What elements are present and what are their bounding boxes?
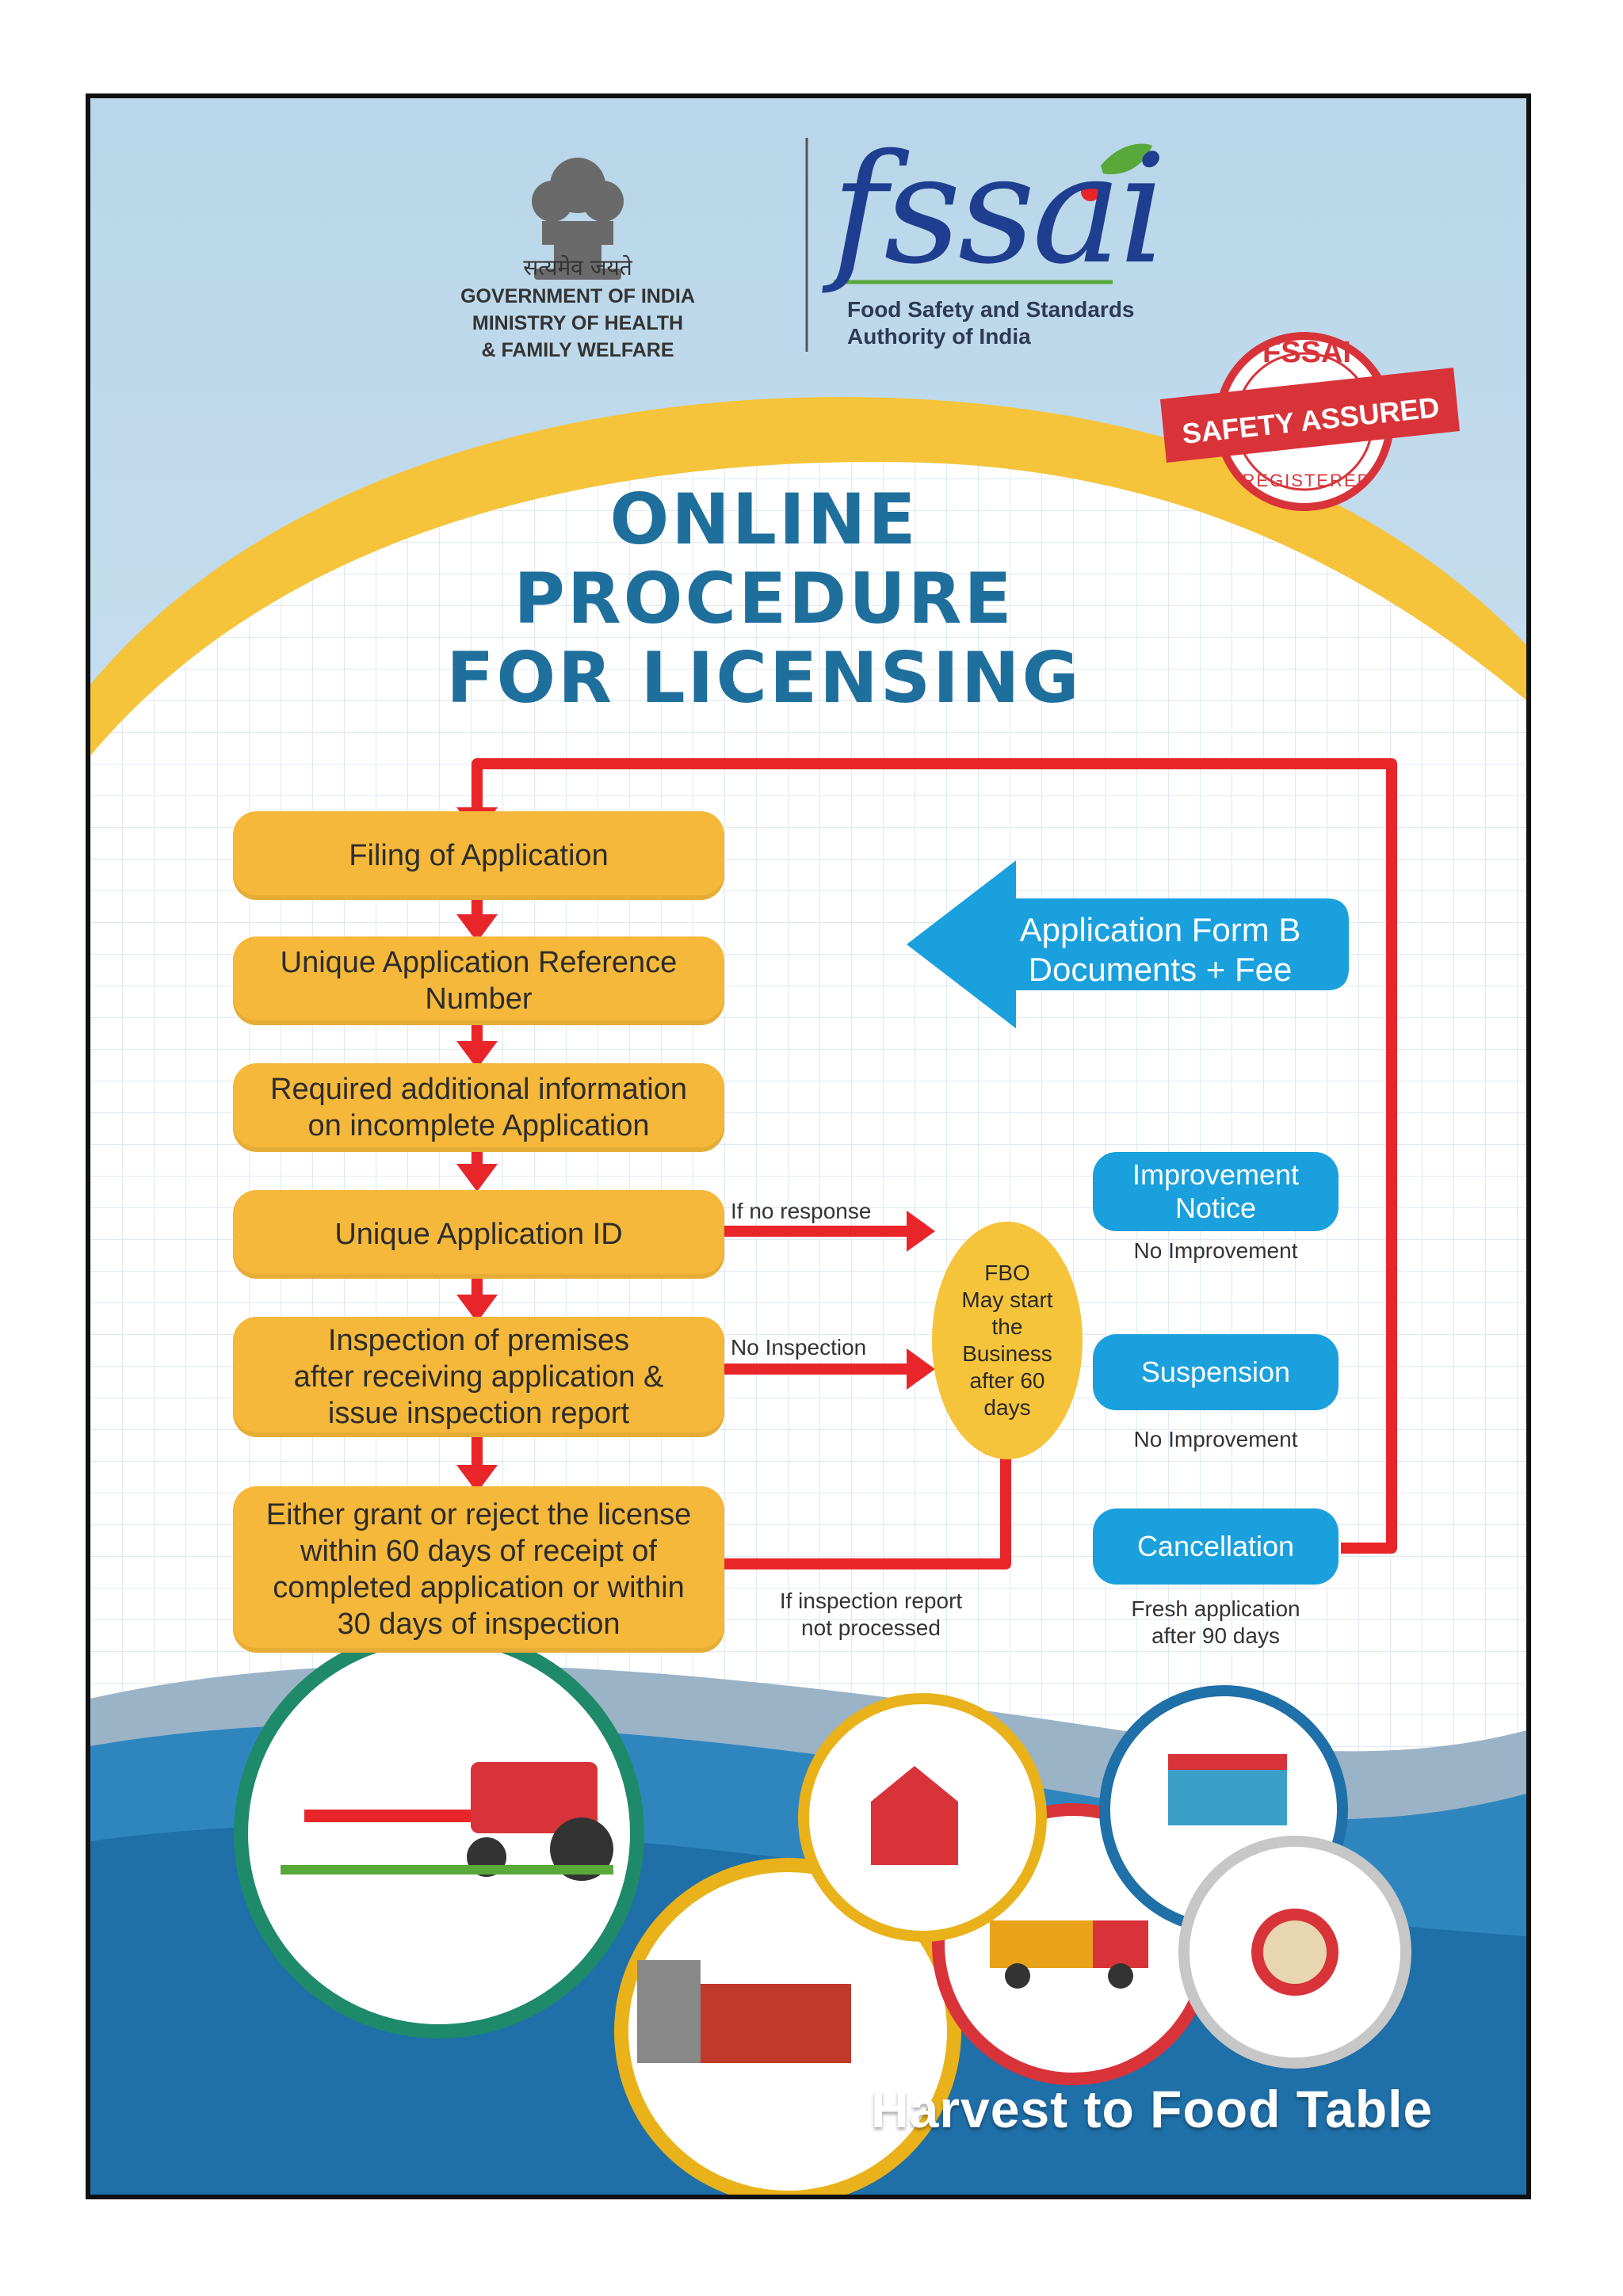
no-improvement-label-2: No Improvement [1133, 1427, 1298, 1451]
no-inspection-label: No Inspection [731, 1335, 867, 1360]
application-form-arrow [907, 860, 1349, 1028]
step-6-line2: within 60 days of receipt of [300, 1535, 657, 1568]
step-reference-number: Unique Application Reference Number [233, 936, 724, 1025]
report-arrow [724, 1449, 1011, 1569]
improvement-notice-pill: Improvement Notice [1093, 1152, 1338, 1231]
suspension-pill: Suspension [1093, 1334, 1338, 1410]
no-response-label: If no response [731, 1199, 872, 1223]
fbo-start-business: FBO May start the Business after 60 days [932, 1222, 1083, 1459]
harvest-illustrations [234, 1628, 1411, 2195]
arrowhead-3 [456, 1164, 498, 1192]
fssai-line2: Authority of India [847, 324, 1031, 349]
title-line3: FOR LICENSING [446, 637, 1082, 719]
step-5-line2: after receiving application & [293, 1360, 664, 1394]
gov-line2: MINISTRY OF HEALTH [472, 312, 684, 334]
gov-line3: & FAMILY WELFARE [481, 339, 674, 361]
fbo-line1: FBO [984, 1261, 1030, 1285]
leaf-icon [1101, 143, 1152, 174]
arrowhead-2 [456, 1041, 498, 1069]
step-3-line1: Required additional information [270, 1073, 687, 1106]
safety-assured-stamp-icon [1160, 332, 1460, 511]
step-3-line2: on incomplete Application [307, 1109, 650, 1142]
fresh-application-label: Fresh application after 90 days [1093, 1596, 1338, 1650]
step-filing-application: Filing of Application [233, 811, 724, 900]
no-improvement-label-1: No Improvement [1133, 1238, 1298, 1263]
arrowhead-4 [456, 1295, 498, 1322]
step-6-line4: 30 days of inspection [337, 1608, 621, 1641]
step-5-line1: Inspection of premises [327, 1324, 630, 1357]
step-6-line1: Either grant or reject the license [265, 1498, 692, 1531]
harvest-tagline: Harvest to Food Table [871, 2080, 1434, 2138]
fresh-line2: after 90 days [1151, 1623, 1280, 1648]
report-label-line2: not processed [801, 1615, 941, 1640]
step-additional-information: Required additional information on incom… [233, 1063, 724, 1152]
improvement-line1: Improvement [1132, 1158, 1300, 1191]
barn-icon [871, 1766, 958, 1865]
report-label: If inspection report not processed [740, 1588, 1002, 1642]
title-line1: ONLINE [609, 479, 918, 560]
fresh-line1: Fresh application [1131, 1596, 1300, 1621]
motto-text: सत्यमेव जयते [523, 254, 632, 280]
arrowhead-5 [456, 1465, 498, 1493]
stamp-bottom-text: REGISTERED [1242, 471, 1372, 490]
fbo-line2: May start [961, 1287, 1053, 1312]
step-inspection: Inspection of premises after receiving a… [233, 1317, 724, 1437]
return-loop-arrow [472, 758, 1397, 1554]
cancellation-pill: Cancellation [1093, 1508, 1338, 1585]
step-4-text: Unique Application ID [334, 1218, 623, 1251]
fssai-line1: Food Safety and Standards [847, 297, 1135, 322]
national-emblem-icon [532, 158, 624, 280]
fssai-logo: fssai [831, 122, 1167, 297]
step-5-line3: issue inspection report [327, 1397, 630, 1430]
step-2-line2: Number [425, 982, 533, 1016]
fbo-line4: Business [962, 1341, 1052, 1366]
application-form-line2: Documents + Fee [1028, 951, 1293, 988]
dot-icon [1081, 182, 1100, 201]
factory-icon [693, 1984, 851, 2063]
tractor-icon [471, 1762, 598, 1833]
step-grant-or-reject: Either grant or reject the license withi… [233, 1486, 724, 1653]
arrowhead-1 [456, 914, 498, 942]
improvement-line2: Notice [1174, 1192, 1257, 1224]
report-label-line1: If inspection report [779, 1589, 963, 1613]
fbo-line6: days [983, 1395, 1031, 1420]
arrowhead-no-inspection [907, 1348, 935, 1390]
arrowhead-no-response [907, 1211, 935, 1252]
fbo-line3: the [991, 1314, 1023, 1339]
step-application-id: Unique Application ID [233, 1190, 724, 1279]
title-line2: PROCEDURE [514, 558, 1014, 639]
step-6-line3: completed application or within [273, 1571, 685, 1604]
step-1-text: Filing of Application [349, 839, 609, 872]
stamp-top-text: FSSAI [1262, 336, 1351, 369]
application-form-line1: Application Form B [1019, 911, 1301, 948]
step-2-line1: Unique Application Reference [280, 946, 678, 979]
gov-line1: GOVERNMENT OF INDIA [460, 285, 695, 307]
truck-icon [990, 1920, 1093, 1968]
food-stall-icon [1168, 1770, 1287, 1825]
application-form-text: Application Form B Documents + Fee [986, 910, 1335, 990]
poster: सत्यमेव जयते GOVERNMENT OF INDIA MINISTR… [86, 93, 1531, 2199]
fbo-line5: after 60 [969, 1368, 1045, 1393]
